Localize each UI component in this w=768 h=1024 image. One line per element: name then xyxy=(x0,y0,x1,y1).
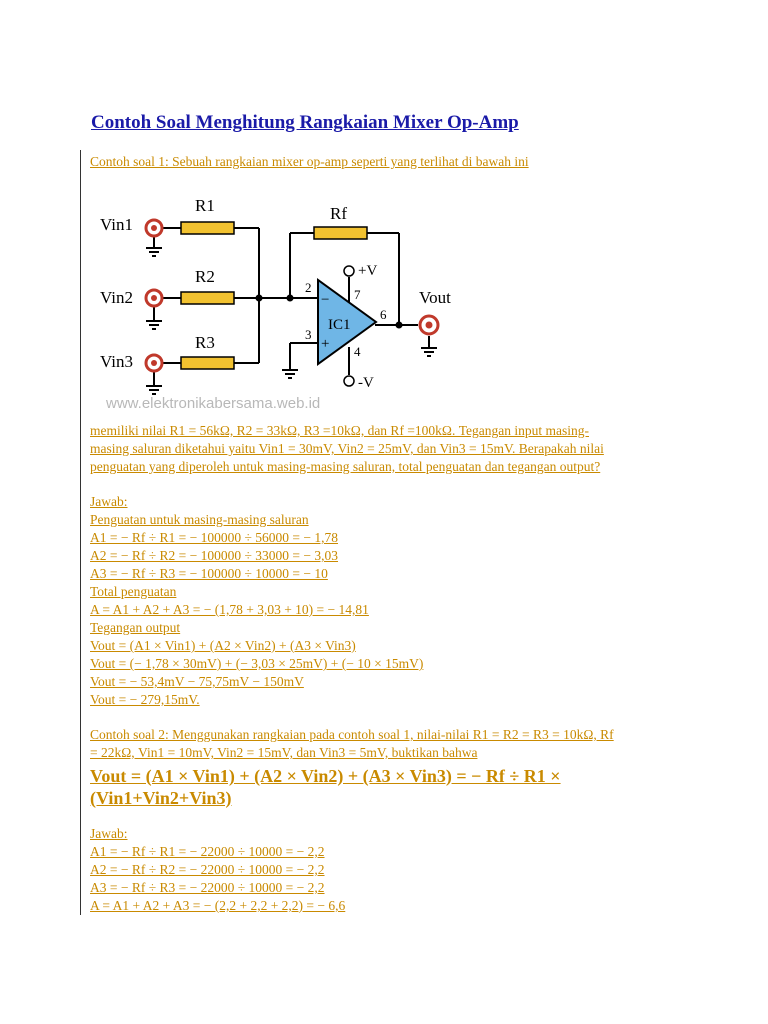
answer-line[interactable]: Vout = (− 1,78 × 30mV) + (− 3,03 × 25mV)… xyxy=(90,656,424,671)
example-1-text-line[interactable]: memiliki nilai R1 = 56kΩ, R2 = 33kΩ, R3 … xyxy=(90,423,589,438)
label-r1: R1 xyxy=(195,196,215,215)
pos-supply-terminal xyxy=(343,265,355,277)
watermark: www.elektronikabersama.web.id xyxy=(105,395,320,412)
answer-2-line[interactable]: A = A1 + A2 + A3 = − (2,2 + 2,2 + 2,2) =… xyxy=(90,898,346,913)
label-vin1: Vin1 xyxy=(100,215,133,234)
answer-2-line[interactable]: A1 = − Rf ÷ R1 = − 22000 ÷ 10000 = − 2,2 xyxy=(90,844,325,859)
quote-bar xyxy=(80,150,81,915)
answer-line[interactable]: A2 = − Rf ÷ R2 = − 100000 ÷ 33000 = − 3,… xyxy=(90,548,339,563)
resistor-r2 xyxy=(180,291,235,305)
answer-line[interactable]: Tegangan output xyxy=(90,620,181,635)
mixer-opamp-circuit-diagram: Vin1 Vin2 Vin3 R1 R2 R3 Rf Vout IC1 +V -… xyxy=(97,186,472,418)
junction-dot xyxy=(255,294,263,302)
answer-line[interactable]: Total penguatan xyxy=(90,584,177,599)
neg-supply-terminal xyxy=(343,375,355,387)
answer-2-line[interactable]: A3 = − Rf ÷ R3 = − 22000 ÷ 10000 = − 2,2 xyxy=(90,880,325,895)
label-vout: Vout xyxy=(419,288,451,307)
resistor-r1 xyxy=(180,221,235,235)
resistor-r3 xyxy=(180,356,235,370)
label-ic1: IC1 xyxy=(328,317,351,333)
label-r3: R3 xyxy=(195,333,215,352)
answer-line[interactable]: Vout = (A1 × Vin1) + (A2 × Vin2) + (A3 ×… xyxy=(90,638,356,653)
ground-symbols xyxy=(146,247,437,395)
answer-line[interactable]: A = A1 + A2 + A3 = − (1,78 + 3,03 + 10) … xyxy=(90,602,369,617)
label-pin6: 6 xyxy=(380,307,387,322)
resistor-rf xyxy=(313,226,368,240)
answer-line[interactable]: Vout = − 53,4mV − 75,75mV − 150mV xyxy=(90,674,304,689)
input-terminals xyxy=(144,218,164,373)
formula-line[interactable]: Vout = (A1 × Vin1) + (A2 × Vin2) + (A3 ×… xyxy=(90,766,561,786)
label-pin4: 4 xyxy=(354,344,361,359)
label-pin2: 2 xyxy=(305,280,312,295)
example-2-text-line[interactable]: = 22kΩ, Vin1 = 10mV, Vin2 = 15mV, dan Vi… xyxy=(90,745,478,760)
label-rf: Rf xyxy=(330,204,347,223)
label-plus: + xyxy=(321,336,329,352)
example-2-text-line[interactable]: Contoh soal 2: Menggunakan rangkaian pad… xyxy=(90,727,614,742)
label-pin7: 7 xyxy=(354,287,361,302)
junction-dot xyxy=(286,294,294,302)
label-vin2: Vin2 xyxy=(100,288,133,307)
answer-line[interactable]: A1 = − Rf ÷ R1 = − 100000 ÷ 56000 = − 1,… xyxy=(90,530,339,545)
page-title[interactable]: Contoh Soal Menghitung Rangkaian Mixer O… xyxy=(91,112,519,133)
answer-2-line[interactable]: A2 = − Rf ÷ R2 = − 22000 ÷ 10000 = − 2,2 xyxy=(90,862,325,877)
example-1-text-line[interactable]: masing saluran diketahui yaitu Vin1 = 30… xyxy=(90,441,604,456)
label-r2: R2 xyxy=(195,267,215,286)
answer-line[interactable]: Jawab: xyxy=(90,494,128,509)
answer-line[interactable]: Penguatan untuk masing-masing saluran xyxy=(90,512,309,527)
label-vin3: Vin3 xyxy=(100,352,133,371)
junction-dot xyxy=(395,321,403,329)
answer-2-line[interactable]: Jawab: xyxy=(90,826,128,841)
label-neg-supply: -V xyxy=(358,375,374,391)
example-1-intro[interactable]: Contoh soal 1: Sebuah rangkaian mixer op… xyxy=(90,154,529,169)
opamp-ic1 xyxy=(317,278,378,366)
formula-line[interactable]: (Vin1+Vin2+Vin3) xyxy=(90,788,232,808)
label-minus: − xyxy=(321,292,329,308)
example-1-text-line[interactable]: penguatan yang diperoleh untuk masing-ma… xyxy=(90,459,601,474)
label-pin3: 3 xyxy=(305,327,312,342)
label-pos-supply: +V xyxy=(358,263,377,279)
answer-line[interactable]: A3 = − Rf ÷ R3 = − 100000 ÷ 10000 = − 10 xyxy=(90,566,328,581)
answer-line[interactable]: Vout = − 279,15mV. xyxy=(90,692,200,707)
